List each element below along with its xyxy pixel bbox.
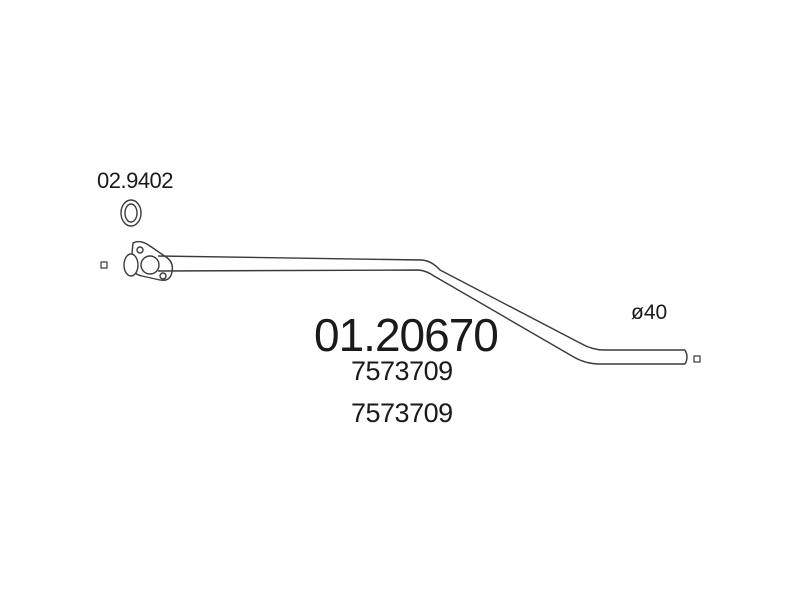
exhaust-pipe [157,255,688,365]
gasket-ring [120,199,142,227]
oem-reference-2: 7573709 [351,398,453,428]
part-number: 01.20670 [314,309,499,361]
oem-reference-1: 7573709 [351,356,453,386]
left-end-marker [100,261,108,269]
pipe-flange [123,240,174,282]
gasket-part-label: 02.9402 [97,168,174,193]
right-end-marker [693,355,701,363]
pipe-diameter-label: ø40 [631,301,668,324]
